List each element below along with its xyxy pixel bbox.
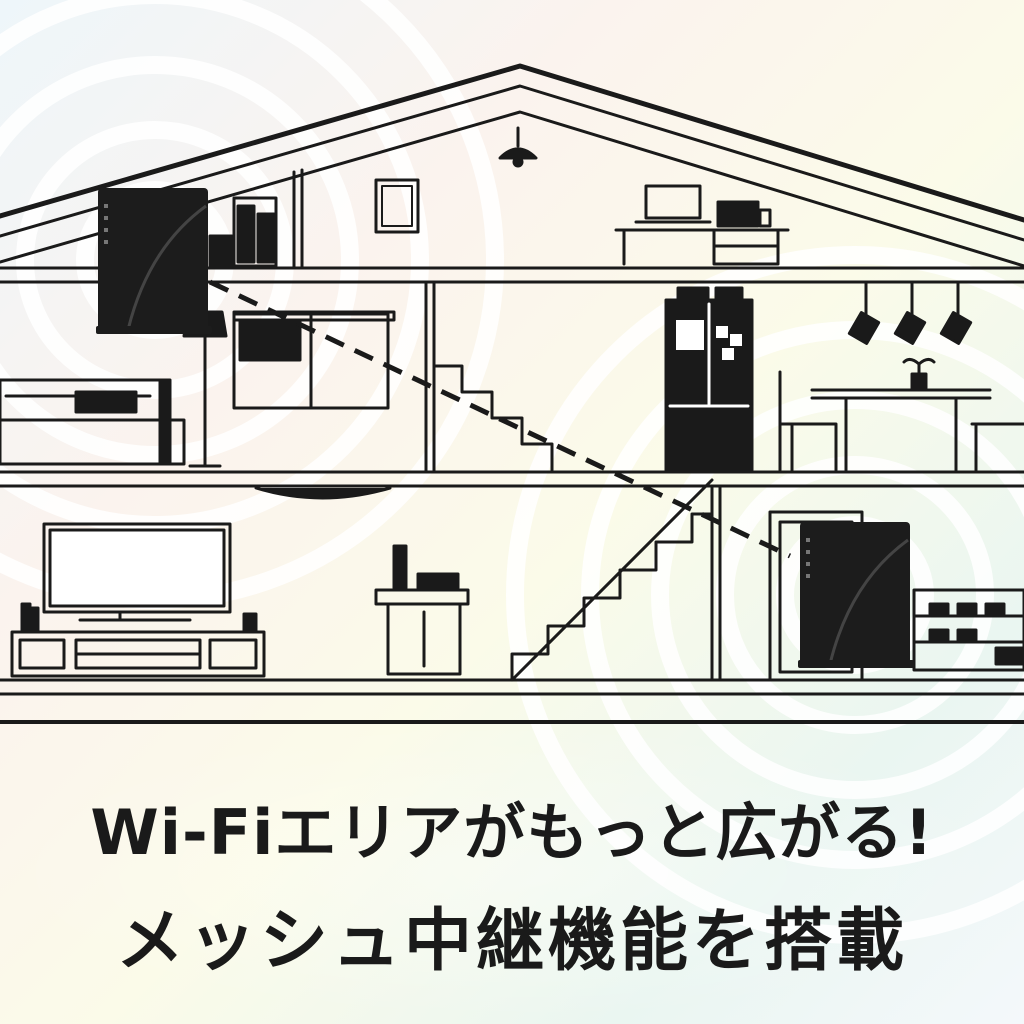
pendant-lamp	[498, 126, 538, 168]
staircase-upper	[432, 364, 554, 472]
tv-stand	[10, 602, 266, 678]
walls	[292, 168, 722, 682]
attic-shelf	[208, 196, 278, 268]
television	[42, 522, 232, 622]
bedroom-window	[232, 310, 396, 410]
router-icon	[798, 522, 914, 668]
headline-line-1: Wi-Fiエリアがもっと広がる!	[90, 796, 934, 869]
refrigerator	[664, 286, 754, 472]
phone-cabinet	[374, 544, 470, 676]
shoe-rack	[912, 588, 1024, 672]
headline-line-2: メッシュ中継機能を搭載	[115, 902, 908, 981]
floor-lamp	[182, 310, 228, 468]
mesh-link-line	[208, 279, 792, 559]
dining-set	[778, 357, 1024, 472]
attic-desk	[614, 184, 790, 266]
picture-frame	[374, 178, 420, 234]
staircase-lower	[510, 478, 714, 682]
track-spotlights	[847, 280, 973, 345]
ceiling-light	[254, 486, 392, 500]
router-icon	[96, 188, 212, 334]
bed	[0, 378, 186, 466]
